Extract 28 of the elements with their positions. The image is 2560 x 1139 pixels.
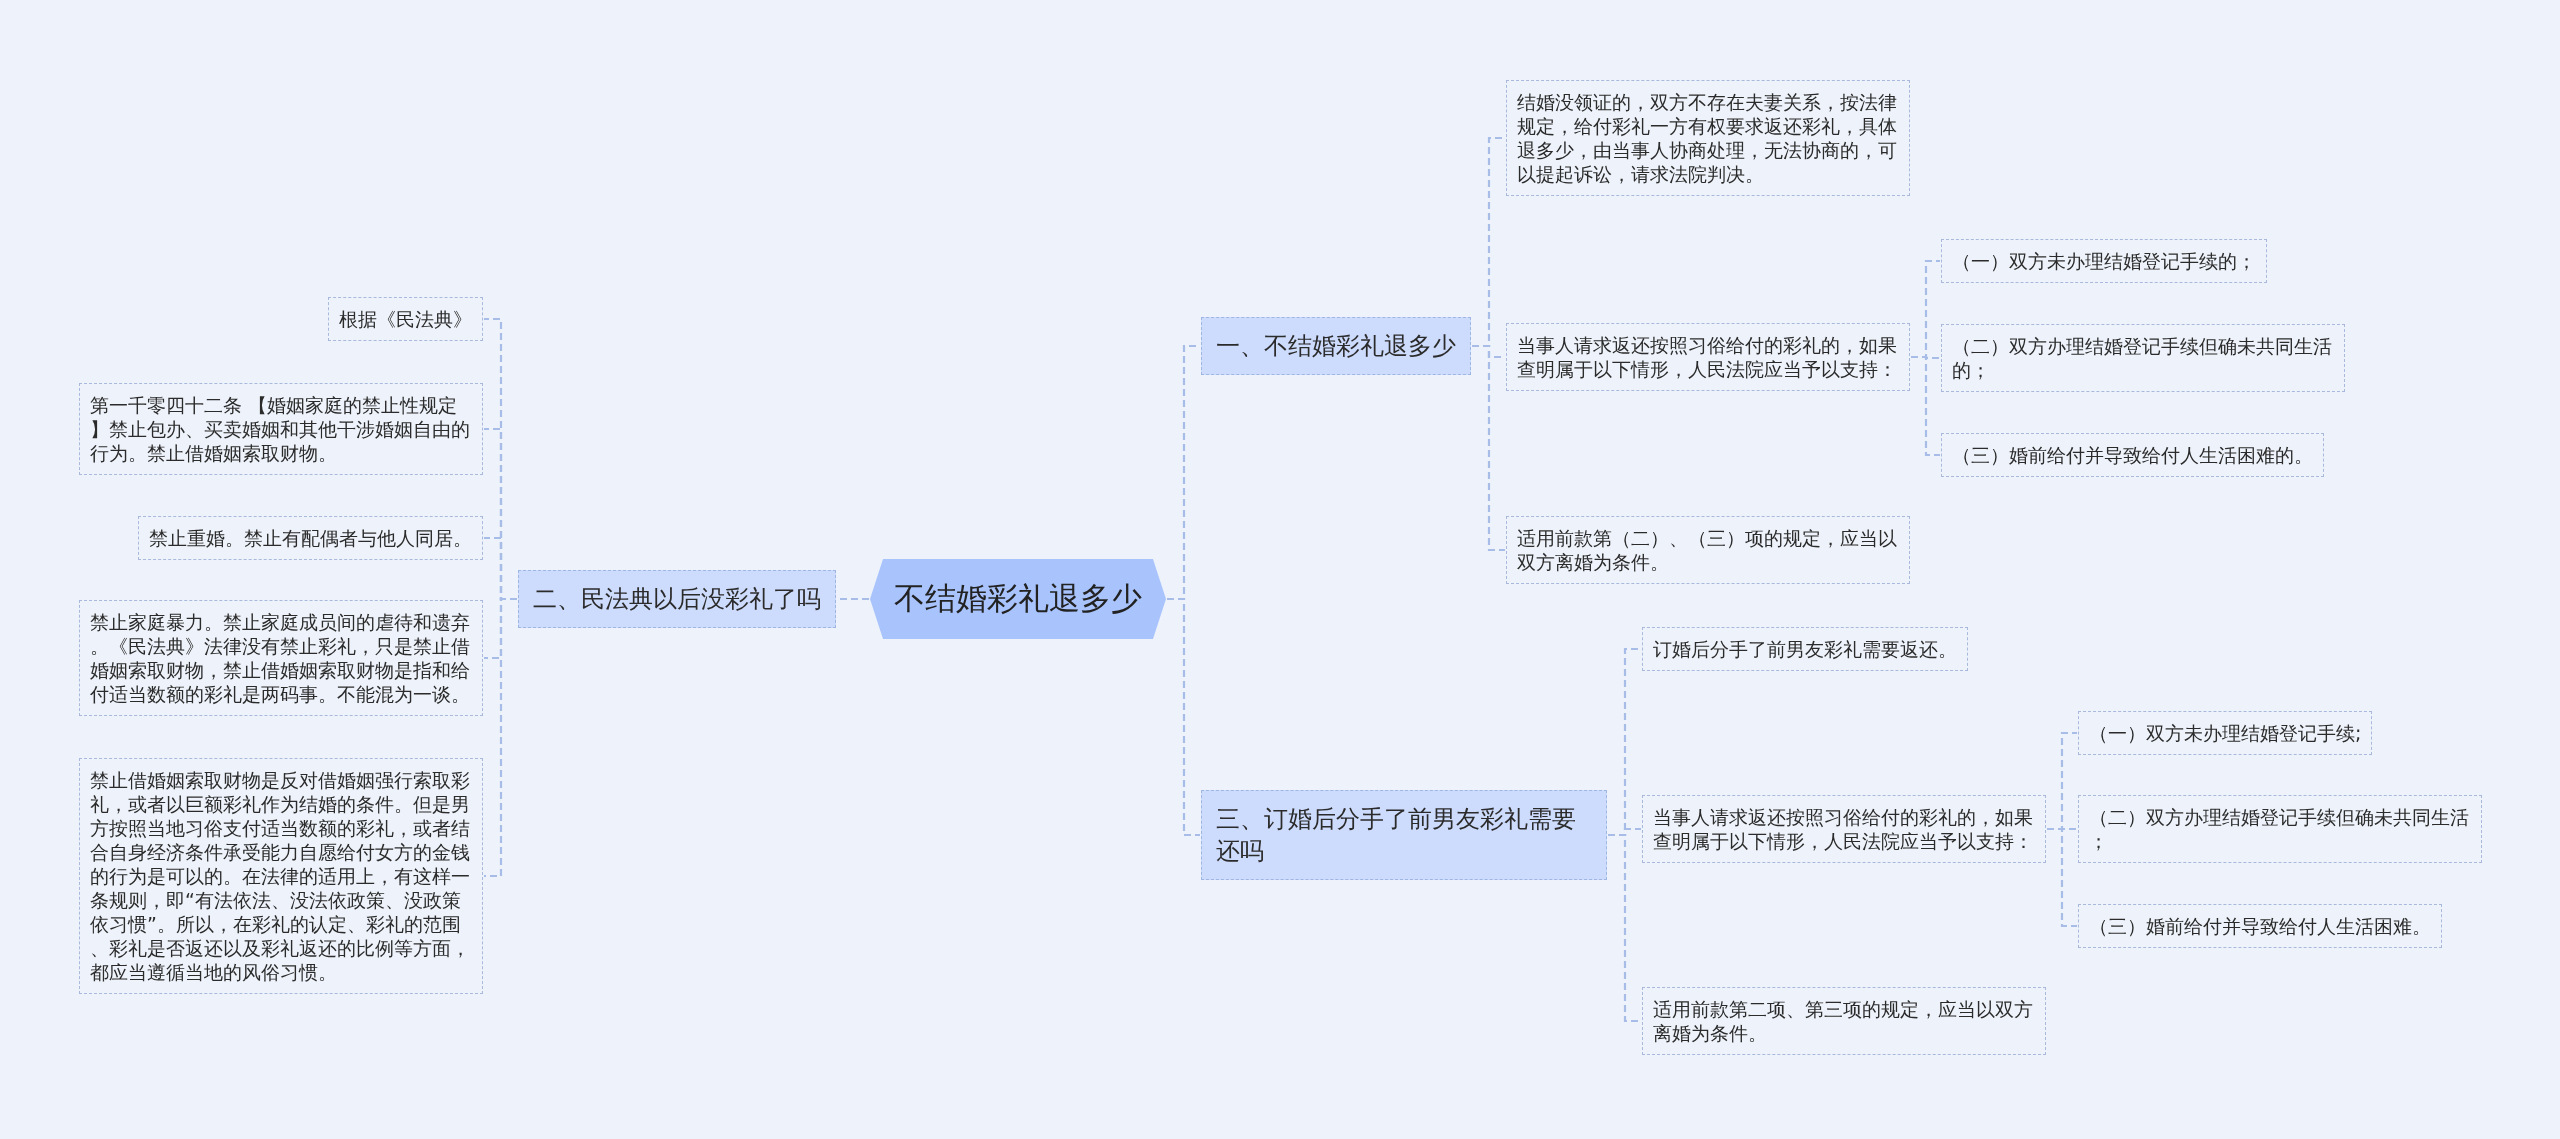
subtopic: 当事人请求返还按照习俗给付的彩礼的，如果查明属于以下情形，人民法院应当予以支持：: [1642, 795, 2046, 863]
connector-line: [1911, 355, 1940, 457]
subtopic: 适用前款第二项、第三项的规定，应当以双方离婚为条件。: [1642, 987, 2046, 1055]
connector-line: [484, 597, 517, 878]
connector-line: [1472, 344, 1505, 552]
subtopic: 结婚没领证的，双方不存在夫妻关系，按法律规定，给付彩礼一方有权要求返还彩礼，具体退多少，由当事人协商处理，无法协商的，可以提起诉讼，请求法院判决。: [1506, 80, 1910, 196]
subtopic: （一）双方未办理结婚登记手续的；: [1941, 239, 2267, 283]
subtopic: （二）双方办理结婚登记手续但确未共同生活的；: [1941, 324, 2345, 392]
subtopic: 禁止家庭暴力。禁止家庭成员间的虐待和遗弃。《民法典》法律没有禁止彩礼，只是禁止借婚姻索取财物，禁止借婚姻索取财物是指和给付适当数额的彩礼是两码事。不能混为一谈。: [79, 600, 483, 716]
subtopic: （三）婚前给付并导致给付人生活困难。: [2078, 904, 2442, 948]
main-topic: 一、不结婚彩礼退多少: [1201, 317, 1471, 375]
subtopic: 适用前款第（二）、（三）项的规定，应当以双方离婚为条件。: [1506, 516, 1910, 584]
main-topic: 三、订婚后分手了前男友彩礼需要还吗: [1201, 790, 1607, 880]
subtopic: 禁止重婚。禁止有配偶者与他人同居。: [138, 516, 483, 560]
central-topic: 不结婚彩礼退多少: [870, 559, 1166, 639]
subtopic: 订婚后分手了前男友彩礼需要返还。: [1642, 627, 1968, 671]
main-topic: 二、民法典以后没彩礼了吗: [518, 570, 836, 628]
connector-line: [837, 597, 869, 601]
subtopic: 当事人请求返还按照习俗给付的彩礼的，如果查明属于以下情形，人民法院应当予以支持：: [1506, 323, 1910, 391]
connector-line: [2047, 827, 2077, 928]
subtopic: （一）双方未办理结婚登记手续;: [2078, 711, 2373, 755]
subtopic: 禁止借婚姻索取财物是反对借婚姻强行索取彩礼，或者以巨额彩礼作为结婚的条件。但是男方按照当地习俗支付适当数额的彩礼，或者结合自身经济条件承受能力自愿给付女方的金钱的行为是可以的。在法律的适用上，有这样一条规则，即“有法依法、没法依政策、没政策依习惯”。所以，在彩礼的认定、彩礼的范围、彩礼是否返还以及彩礼返还的比例等方面，都应当遵循当地的风俗习惯。: [79, 758, 483, 994]
subtopic: （二）双方办理结婚登记手续但确未共同生活；: [2078, 795, 2482, 863]
connector-line: [1608, 833, 1641, 1023]
subtopic: 根据《民法典》: [328, 297, 483, 341]
connector-line: [1167, 597, 1200, 837]
subtopic: （三）婚前给付并导致给付人生活困难的。: [1941, 433, 2324, 477]
subtopic: 第一千零四十二条 【婚姻家庭的禁止性规定】禁止包办、买卖婚姻和其他干涉婚姻自由的行为。禁止借婚姻索取财物。: [79, 383, 483, 475]
